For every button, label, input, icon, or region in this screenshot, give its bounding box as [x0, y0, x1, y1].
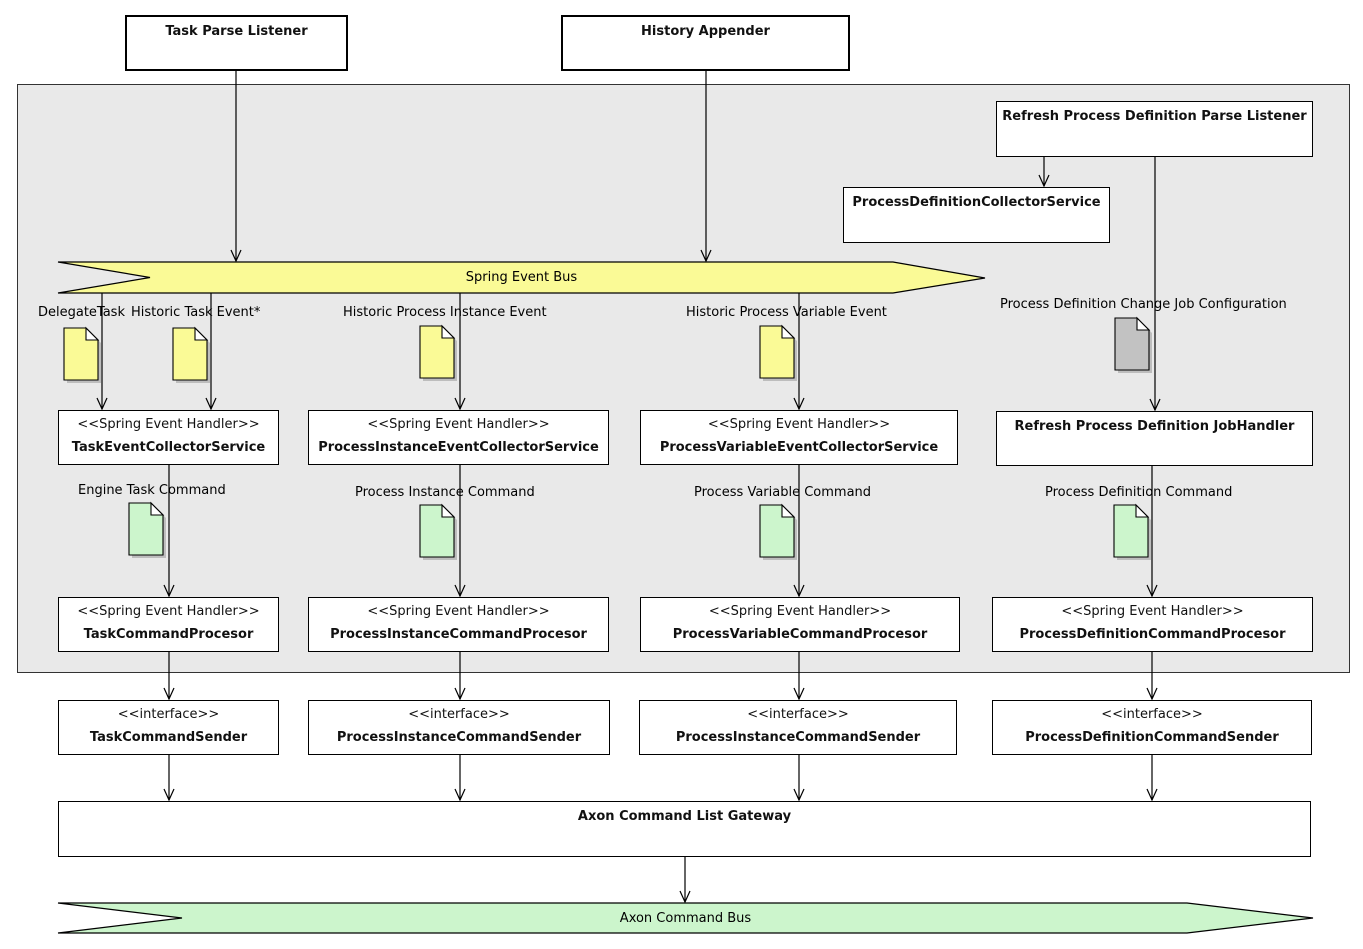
node-title: ProcessInstanceCommandProcesor — [330, 627, 587, 642]
node-title: ProcessInstanceCommandSender — [675, 730, 921, 745]
node-history-appender: History Appender — [561, 15, 850, 71]
node-process-instance-command-sender: <<interface>> ProcessInstanceCommandSend… — [308, 700, 610, 755]
process-instance-command-label: Process Instance Command — [355, 485, 535, 500]
node-process-definition-command-procesor: <<Spring Event Handler>> ProcessDefiniti… — [992, 597, 1313, 652]
node-task-command-sender: <<interface>> TaskCommandSender — [58, 700, 279, 755]
node-task-command-procesor: <<Spring Event Handler>> TaskCommandProc… — [58, 597, 279, 652]
stereotype: <<interface>> — [1101, 707, 1203, 722]
stereotype: <<Spring Event Handler>> — [1061, 604, 1244, 619]
stereotype: <<Spring Event Handler>> — [367, 604, 550, 619]
node-title: TaskCommandSender — [89, 730, 248, 745]
node-title: Axon Command List Gateway — [577, 809, 792, 824]
node-process-variable-command-procesor: <<Spring Event Handler>> ProcessVariable… — [640, 597, 960, 652]
node-title: ProcessVariableCommandProcesor — [672, 627, 928, 642]
node-title: Task Parse Listener — [165, 24, 308, 39]
node-title: ProcessVariableEventCollectorService — [659, 440, 939, 455]
node-process-instance-command-procesor: <<Spring Event Handler>> ProcessInstance… — [308, 597, 609, 652]
historic-process-variable-event-label: Historic Process Variable Event — [686, 305, 887, 320]
axon-command-bus-label: Axon Command Bus — [619, 911, 752, 926]
node-title: ProcessDefinitionCommandSender — [1025, 730, 1279, 745]
node-title: ProcessDefinitionCommandProcesor — [1019, 627, 1286, 642]
spring-event-bus-label: Spring Event Bus — [465, 270, 578, 285]
stereotype: <<interface>> — [408, 707, 510, 722]
stereotype: <<Spring Event Handler>> — [708, 604, 892, 619]
node-refresh-process-definition-parse-listener: Refresh Process Definition Parse Listene… — [996, 101, 1313, 157]
engine-task-command-label: Engine Task Command — [78, 483, 226, 498]
node-task-parse-listener: Task Parse Listener — [125, 15, 348, 71]
historic-task-event-label: Historic Task Event* — [131, 305, 261, 320]
process-definition-change-job-configuration-label: Process Definition Change Job Configurat… — [1000, 297, 1287, 312]
stereotype: <<Spring Event Handler>> — [367, 417, 550, 432]
node-title: Refresh Process Definition Parse Listene… — [1002, 109, 1307, 124]
stereotype: <<Spring Event Handler>> — [707, 417, 891, 432]
process-variable-command-label: Process Variable Command — [694, 485, 872, 500]
node-task-event-collector-service: <<Spring Event Handler>> TaskEventCollec… — [58, 410, 279, 465]
process-definition-command-label: Process Definition Command — [1045, 485, 1233, 500]
node-process-instance-command-sender-2: <<interface>> ProcessInstanceCommandSend… — [639, 700, 957, 755]
node-title: TaskEventCollectorService — [71, 440, 266, 455]
stereotype: <<interface>> — [117, 707, 220, 722]
node-refresh-process-definition-jobhandler: Refresh Process Definition JobHandler — [996, 411, 1313, 466]
node-process-variable-event-collector-service: <<Spring Event Handler>> ProcessVariable… — [640, 410, 958, 465]
node-process-definition-command-sender: <<interface>> ProcessDefinitionCommandSe… — [992, 700, 1312, 755]
node-process-instance-event-collector-service: <<Spring Event Handler>> ProcessInstance… — [308, 410, 609, 465]
node-title: ProcessInstanceCommandSender — [336, 730, 582, 745]
node-title: Refresh Process Definition JobHandler — [1014, 419, 1295, 434]
node-axon-command-list-gateway: Axon Command List Gateway — [58, 801, 1311, 857]
system-boundary — [17, 84, 1350, 673]
historic-process-instance-event-label: Historic Process Instance Event — [343, 305, 547, 320]
node-title: ProcessInstanceEventCollectorService — [318, 440, 599, 455]
stereotype: <<Spring Event Handler>> — [77, 604, 260, 619]
stereotype: <<Spring Event Handler>> — [77, 417, 260, 432]
node-title: History Appender — [641, 24, 770, 39]
node-process-definition-collector-service: ProcessDefinitionCollectorService — [843, 187, 1110, 243]
node-title: ProcessDefinitionCollectorService — [852, 195, 1101, 210]
delegate-task-label: DelegateTask — [38, 305, 125, 320]
stereotype: <<interface>> — [747, 707, 849, 722]
node-title: TaskCommandProcesor — [83, 627, 254, 642]
